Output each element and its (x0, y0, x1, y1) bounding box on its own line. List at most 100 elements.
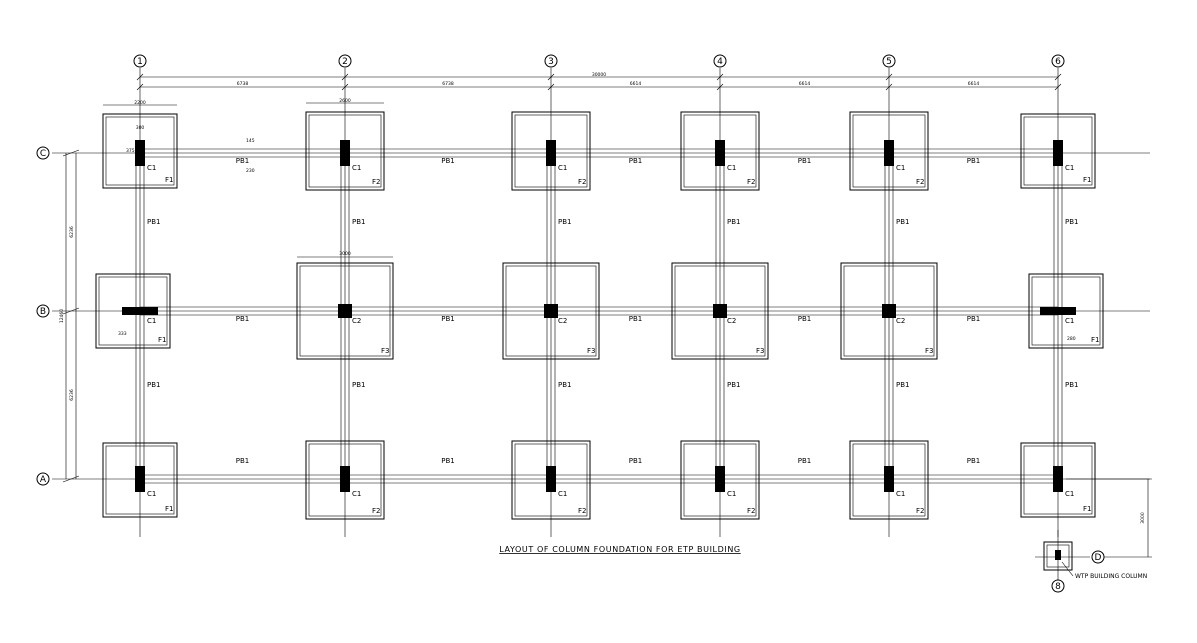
footing-inner-outline (514, 114, 588, 188)
column-label: C1 (896, 164, 905, 172)
beam-label: PB1 (798, 157, 811, 165)
beam-dim-text: 145 (246, 138, 255, 144)
dim-tick (341, 73, 349, 81)
footing-inner-outline (505, 265, 597, 357)
dim-tick (885, 83, 893, 91)
footing-label: F3 (587, 347, 595, 355)
span-dim-text: 6614 (799, 81, 811, 87)
offset-dim-text: 280 (1067, 336, 1076, 342)
footing-label: F2 (916, 178, 924, 186)
column (546, 466, 556, 492)
footings (95, 111, 1104, 520)
overall-vertical-dim-text: 12460 (59, 309, 65, 323)
beam-label: PB1 (727, 381, 740, 389)
grid-bubble-label: B (40, 307, 46, 317)
footing-inner-outline (683, 443, 757, 517)
grid-bubble-label: 5 (886, 57, 892, 67)
grid-bubble-column (882, 54, 896, 68)
column-label: C1 (558, 490, 567, 498)
column (1040, 307, 1076, 315)
column-label: C1 (558, 164, 567, 172)
beam-label: PB1 (798, 315, 811, 323)
column (135, 140, 145, 166)
grid-bubble-label: 8 (1055, 582, 1061, 592)
footing-inner-outline (1023, 445, 1093, 515)
beam-label: PB1 (896, 218, 909, 226)
column (713, 304, 727, 318)
column-label: C1 (352, 164, 361, 172)
footing-inner-outline (674, 265, 766, 357)
footing-inner-outline (1023, 116, 1093, 186)
member-labels: C1F1C1F2C1F2C1F2C1F2C1F1C1F1C2F3C2F3C2F3… (147, 157, 1099, 515)
dim-tick (62, 307, 80, 315)
grid-bubble-label: 1 (137, 57, 143, 67)
beam-label: PB1 (441, 157, 454, 165)
footing-label: F1 (158, 336, 166, 344)
beam-label: PB1 (558, 381, 571, 389)
footing-label: F2 (747, 507, 755, 515)
dim-tick (62, 149, 80, 157)
footing-width-dim-text: 3000 (339, 251, 351, 257)
footing-inner-outline (843, 265, 935, 357)
span-dim-text: 6738 (442, 81, 454, 87)
column-label: C1 (1065, 164, 1074, 172)
span-dim-text: 6738 (237, 81, 249, 87)
footing-outline (305, 440, 385, 520)
vertical-dim-text: 6236 (69, 226, 75, 238)
column (122, 307, 158, 315)
footing-outline (849, 111, 929, 191)
grid-bubble-column (1051, 579, 1065, 593)
offset-dim-text: 333 (118, 331, 127, 337)
beam-label: PB1 (352, 218, 365, 226)
beam-label: PB1 (147, 218, 160, 226)
column (1053, 466, 1063, 492)
footing-width-dim-text: 2200 (134, 100, 146, 106)
dim-tick (341, 83, 349, 91)
grid-bubble-label: 2 (342, 57, 348, 67)
beam-label: PB1 (1065, 381, 1078, 389)
beam-dim-text: 230 (246, 168, 255, 174)
beam-label: PB1 (558, 218, 571, 226)
leader-line (1061, 561, 1074, 577)
footing-label: F1 (165, 505, 173, 513)
footing-label: F3 (925, 347, 933, 355)
column-label: C2 (558, 317, 567, 325)
beam-label: PB1 (967, 157, 980, 165)
beam-label: PB1 (441, 457, 454, 465)
vertical-dim-text: 6236 (69, 389, 75, 401)
dim-tick (1054, 73, 1062, 81)
grid-bubble-row (36, 472, 50, 486)
overall-dim-text: 30000 (592, 72, 606, 78)
footing-outline (1020, 442, 1096, 518)
wtp-dim-text: 3000 (1140, 512, 1146, 524)
beam-label: PB1 (629, 157, 642, 165)
footing-label: F2 (747, 178, 755, 186)
column-label: C1 (896, 490, 905, 498)
footing-label: F2 (578, 178, 586, 186)
grid-bubble-column (338, 54, 352, 68)
column-label: C1 (727, 490, 736, 498)
footing-outline (102, 113, 178, 189)
footing-inner-outline (308, 114, 382, 188)
column (715, 140, 725, 166)
footing-inner-outline (852, 114, 926, 188)
footing-outline (849, 440, 929, 520)
column (544, 304, 558, 318)
span-dim-text: 6614 (968, 81, 980, 87)
column-label: C1 (727, 164, 736, 172)
dim-tick (62, 475, 80, 483)
footing-label: F1 (1083, 176, 1091, 184)
footing-label: F2 (372, 178, 380, 186)
grid-bubble-column (133, 54, 147, 68)
footing-inner-outline (299, 265, 391, 357)
grid-bubble-label: C (40, 149, 46, 159)
beam-label: PB1 (967, 457, 980, 465)
beam-label: PB1 (798, 457, 811, 465)
column-label: C1 (1065, 317, 1074, 325)
span-dim-text: 6614 (630, 81, 642, 87)
plinth-beams (135, 148, 1063, 484)
footing-inner-outline (514, 443, 588, 517)
footing-inner-outline (105, 116, 175, 186)
columns (122, 140, 1076, 492)
footing-outline (840, 262, 938, 360)
